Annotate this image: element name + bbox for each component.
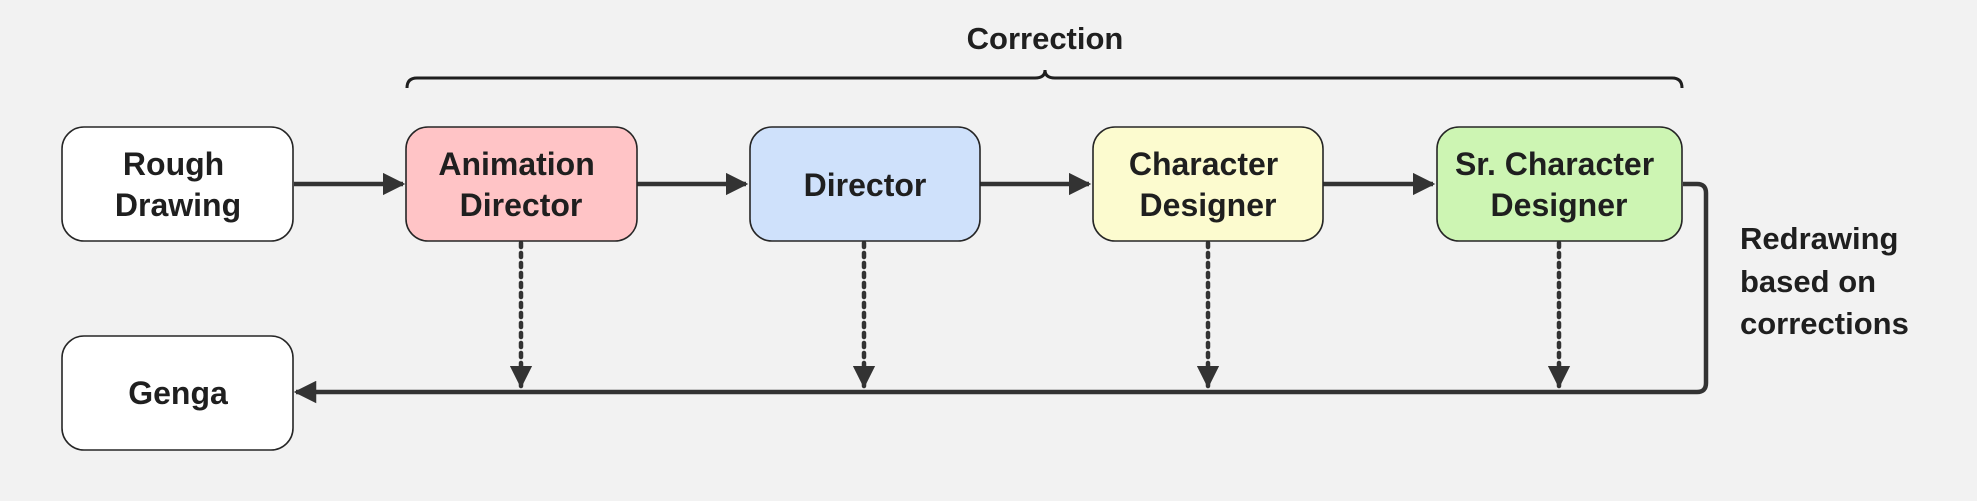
node-genga-label: Genga — [128, 375, 228, 411]
arrow-redraw-return-to-genga — [293, 181, 1709, 404]
node-character-designer-label: Character Designer — [1129, 146, 1287, 223]
redraw-note: Redrawing based on corrections — [1740, 221, 1909, 341]
node-director — [749, 126, 981, 242]
node-character-designer — [1092, 126, 1324, 242]
node-genga — [61, 335, 294, 451]
node-rough-drawing-label: Rough Drawing — [115, 146, 241, 223]
node-sr-character-designer — [1436, 126, 1683, 242]
node-rough-drawing — [61, 126, 294, 242]
correction-brace — [405, 69, 1684, 89]
correction-label: Correction — [967, 21, 1124, 56]
node-sr-character-designer-label: Sr. Character Designer — [1455, 146, 1663, 223]
node-animation-director-label: Animation Director — [438, 146, 603, 223]
node-animation-director — [405, 126, 638, 242]
node-director-label: Director — [804, 167, 927, 203]
